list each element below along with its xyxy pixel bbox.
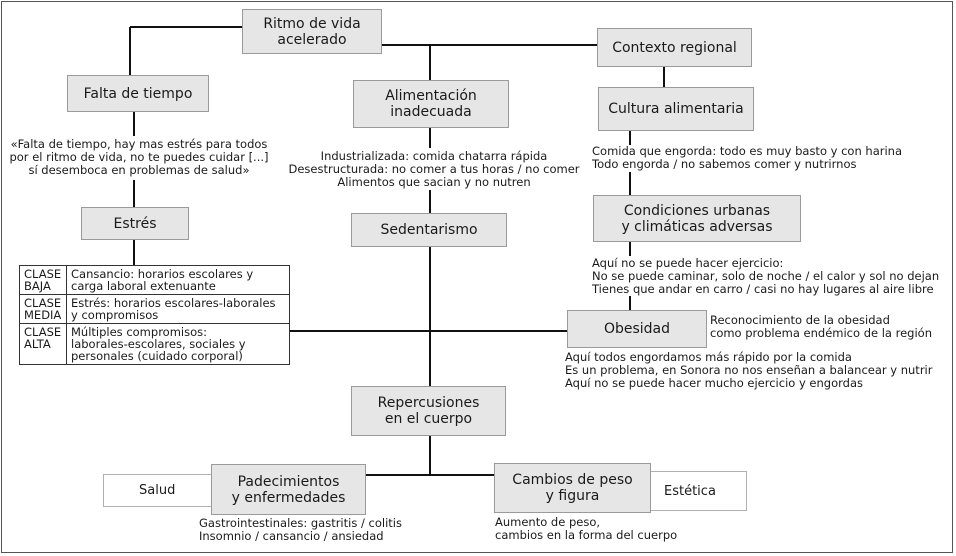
table-row: CLASE ALTA Múltiples compromisos: labora… [19, 323, 290, 365]
node-alimentacion-inadecuada: Alimentación inadecuada [353, 80, 509, 128]
node-condiciones-urbanas: Condiciones urbanas y climáticas adversa… [593, 195, 801, 242]
class-description: Cansancio: horarios escolares y carga la… [66, 265, 290, 295]
class-label: CLASE MEDIA [19, 294, 67, 324]
table-row: CLASE BAJA Cansancio: horarios escolares… [19, 265, 290, 295]
alimentacion-description: Industrializada: comida chatarra rápida … [288, 149, 580, 189]
social-class-table: CLASE BAJA Cansancio: horarios escolares… [19, 265, 290, 365]
node-falta-de-tiempo: Falta de tiempo [67, 75, 209, 112]
table-row: CLASE MEDIA Estrés: horarios escolares-l… [19, 294, 290, 324]
estetica-text: Estética [664, 483, 716, 499]
cambios-description: Aumento de peso, cambios en la forma del… [495, 515, 678, 542]
class-description: Estrés: horarios escolares-laborales y c… [66, 294, 290, 324]
node-contexto-regional: Contexto regional [597, 28, 752, 67]
quote-falta-de-tiempo: «Falta de tiempo, hay mas estrés para to… [9, 137, 269, 177]
node-estres: Estrés [81, 207, 189, 240]
cultura-description: Comida que engorda: todo es muy basto y … [592, 144, 902, 171]
obesidad-description: Aquí todos engordamos más rápido por la … [565, 350, 933, 390]
label-estetica: Estética [635, 471, 747, 511]
class-label: CLASE BAJA [19, 265, 67, 295]
node-padecimientos: Padecimientos y enfermedades [211, 464, 366, 515]
node-obesidad: Obesidad [567, 310, 707, 348]
node-ritmo-de-vida: Ritmo de vida acelerado [242, 9, 382, 54]
node-repercusiones: Repercusiones en el cuerpo [351, 386, 506, 436]
node-sedentarismo: Sedentarismo [351, 213, 507, 247]
class-description: Múltiples compromisos: laborales-escolar… [66, 323, 290, 365]
salud-text: Salud [139, 483, 176, 498]
class-label: CLASE ALTA [19, 323, 67, 365]
padecimientos-description: Gastrointestinales: gastritis / colitis … [199, 516, 402, 543]
node-cultura-alimentaria: Cultura alimentaria [598, 87, 754, 131]
condiciones-description: Aquí no se puede hacer ejercicio: No se … [592, 256, 940, 296]
obesidad-side-note: Reconocimiento de la obesidad como probl… [710, 313, 932, 340]
node-cambios-peso: Cambios de peso y figura [494, 463, 651, 513]
